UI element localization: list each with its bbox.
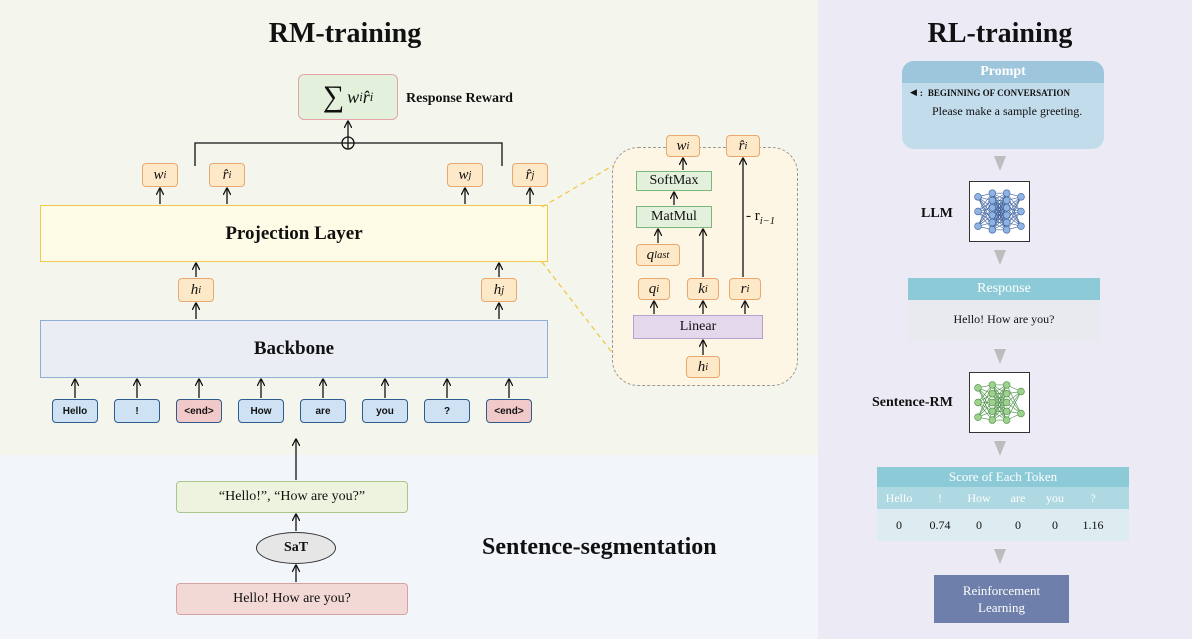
network-node [988,189,997,197]
network-node [974,207,982,216]
network-node [988,407,997,415]
projection-layer: Projection Layer [40,205,548,262]
sentence-rm-network-icon [969,372,1030,433]
segmented-sentences-box: “Hello!”, “How are you?” [176,481,408,513]
network-node [988,416,997,424]
network-node [974,413,982,421]
response-reward-label: Response Reward [406,91,513,106]
score-token: you [1046,490,1064,505]
r-hat-j-output: r̂j [512,163,548,187]
network-node [1002,381,1011,389]
rl-training-title: RL-training [927,18,1073,49]
score-token-row: Hello ! How are you ? [877,487,1129,509]
score-card: Score of Each Token Hello ! How are you … [877,467,1129,541]
response-header: Response [908,278,1100,300]
response-card: Response Hello! How are you? [908,278,1100,342]
inset-r-hat-i: r̂i [726,135,760,157]
prompt-text: Please make a sample greeting. [932,104,1083,118]
score-value-row: 0 0.74 0 0 0 1.16 [877,509,1129,541]
score-token: How [967,490,991,505]
token-you: you [362,399,408,423]
token-end-1: <end> [176,399,222,423]
sentence-rm-label: Sentence-RM [872,395,953,410]
reinforcement-learning-box: Reinforcement Learning [934,575,1069,623]
token-end-2: <end> [486,399,532,423]
network-node [988,218,997,227]
speaker-icon: ◀ [910,87,917,97]
prompt-card: Prompt ◀ : BEGINNING OF CONVERSATION Ple… [902,61,1104,149]
score-token: Hello [885,490,913,505]
network-node [1017,409,1025,418]
network-node [1002,218,1011,227]
network-node [988,390,997,398]
network-node [974,398,982,407]
network-node [1002,390,1011,398]
network-node [988,204,997,212]
score-token: are [1010,490,1026,505]
sat-model-node: SaT [256,532,336,564]
llm-label: LLM [921,206,953,221]
softmax-box: SoftMax [636,171,712,191]
network-node [988,211,997,219]
token-how: How [238,399,284,423]
network-node [1017,193,1025,201]
score-value: 0 [896,517,902,532]
score-token: ! [938,490,942,505]
network-node [1017,222,1025,230]
network-node [1002,204,1011,212]
prompt-header: Prompt [902,61,1104,83]
llm-network-icon [969,181,1030,242]
network-node [974,193,982,201]
network-node [988,226,997,234]
prompt-subheader: BEGINNING OF CONVERSATION [927,87,1070,98]
network-node [988,398,997,407]
network-node [974,384,982,392]
sentence-segmentation-title: Sentence-segmentation [482,534,717,560]
score-value: 1.16 [1082,517,1104,532]
token-exclamation: ! [114,399,160,423]
input-text-box: Hello! How are you? [176,583,408,615]
score-header: Score of Each Token [877,467,1129,487]
network-node [1002,416,1011,424]
score-value: 0 [976,517,982,532]
network-node [1002,189,1011,197]
network-node [988,381,997,389]
score-value: 0.74 [929,517,951,532]
token-hello: Hello [52,399,98,423]
sentence-segmentation-panel [0,455,818,639]
response-text: Hello! How are you? [953,312,1055,326]
network-node [1017,387,1025,396]
network-node [1002,196,1011,205]
minus-r-prev-label: - ri−1 [746,208,776,227]
linear-box: Linear [633,315,763,339]
backbone: Backbone [40,320,548,378]
network-node [1002,407,1011,415]
network-node [1002,398,1011,407]
network-node [974,222,982,230]
r-hat-i-output: r̂i [209,163,245,187]
token-question: ? [424,399,470,423]
rm-training-title: RM-training [268,18,422,49]
network-node [1017,207,1025,216]
matmul-box: MatMul [636,206,712,228]
score-token: ? [1090,490,1096,505]
score-value: 0 [1052,517,1058,532]
token-are: are [300,399,346,423]
network-node [1002,226,1011,234]
score-value: 0 [1015,517,1021,532]
network-node [1002,211,1011,219]
network-node [988,196,997,205]
